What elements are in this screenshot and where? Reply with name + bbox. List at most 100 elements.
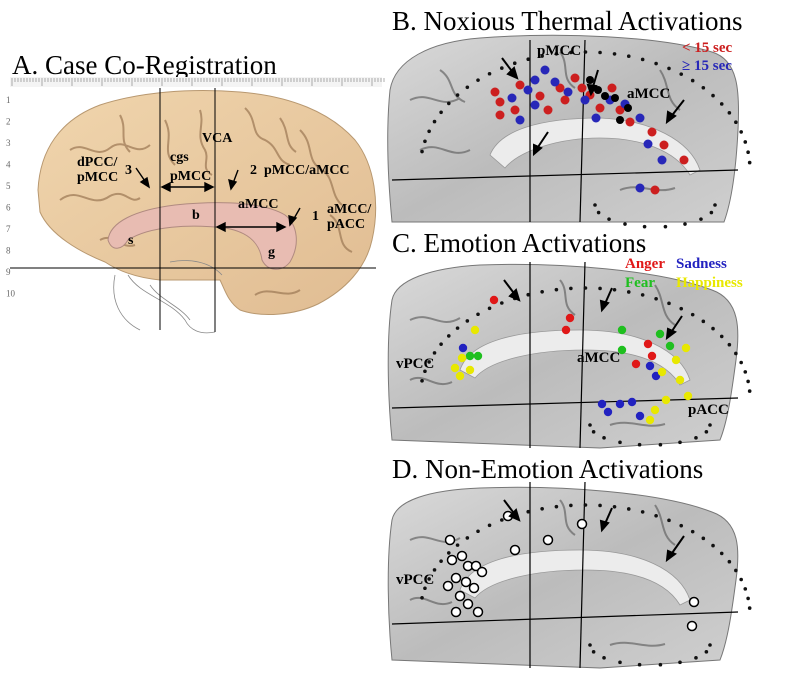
panel-b-outline-dots xyxy=(420,50,752,229)
label-vpcc-c: vPCC xyxy=(396,356,434,372)
activation-dot-long xyxy=(515,115,525,125)
activation-dot-overlap xyxy=(594,86,602,94)
activation-dot-non-emotion xyxy=(442,580,454,592)
label-1: 1 xyxy=(312,209,319,224)
outline-dot xyxy=(708,643,712,647)
corpus-callosum xyxy=(107,202,297,270)
outline-dot xyxy=(439,559,443,563)
panel-a-arrows xyxy=(135,167,301,233)
outline-dot xyxy=(432,568,437,572)
activation-dot-short xyxy=(595,103,605,113)
activation-dot-fear xyxy=(665,341,675,351)
activation-dot-non-emotion xyxy=(542,534,554,546)
outline-dot xyxy=(746,379,750,384)
outline-dot xyxy=(598,503,602,508)
outline-dot xyxy=(618,660,622,665)
activation-dot-short xyxy=(615,105,625,115)
ruler-number: 7 xyxy=(6,224,11,234)
outline-dot xyxy=(746,150,750,155)
panel-b-activation-dots xyxy=(490,65,689,195)
outline-dot xyxy=(654,296,658,301)
activation-dot-non-emotion xyxy=(450,572,462,584)
outline-dot xyxy=(455,93,460,97)
outline-dot xyxy=(554,504,559,509)
outline-dot xyxy=(709,210,714,215)
activation-dot-sadness xyxy=(603,407,613,417)
activation-dot-sadness xyxy=(645,361,655,371)
outline-dot xyxy=(420,378,424,383)
outline-dot xyxy=(739,360,743,365)
outline-dot xyxy=(500,66,504,70)
brainstem-lines xyxy=(113,260,223,334)
activation-dot-happiness xyxy=(661,395,671,405)
activation-dot-non-emotion xyxy=(450,606,462,618)
outline-dot xyxy=(455,326,460,330)
activation-dot-sadness xyxy=(458,343,468,353)
outline-dot xyxy=(439,110,443,115)
outline-dot xyxy=(465,536,470,540)
label-b: b xyxy=(192,208,200,223)
label-pmcc-a: pMCC xyxy=(77,170,118,185)
panel-d-figure: vPCC xyxy=(387,481,752,669)
activation-dot-short xyxy=(510,105,520,115)
activation-dot-fear xyxy=(465,351,475,361)
outline-dot xyxy=(683,222,687,226)
ruler-number: 2 xyxy=(6,117,11,127)
outline-dot xyxy=(455,543,460,547)
legend-c-happiness: Happiness xyxy=(676,275,743,291)
activation-dot-long xyxy=(563,87,573,97)
label-amcc-pacc-2: pACC xyxy=(327,217,365,232)
activation-dot-short xyxy=(607,83,617,93)
activation-dot-sadness xyxy=(615,399,625,409)
outline-dot xyxy=(743,140,748,144)
activation-dot-non-emotion xyxy=(688,596,700,608)
outline-dot xyxy=(583,503,588,507)
outline-dot xyxy=(642,224,647,229)
activation-dot-sadness xyxy=(597,399,607,409)
outline-dot xyxy=(678,660,682,665)
outline-dot xyxy=(526,57,531,62)
activation-dot-overlap xyxy=(616,116,624,124)
panel-c-figure: vPCC aMCC pACC Anger Sadness Fear Happin… xyxy=(387,256,752,449)
outline-dot xyxy=(588,423,592,427)
activation-dot-fear xyxy=(655,329,665,339)
outline-dot xyxy=(679,72,684,76)
outline-dot xyxy=(500,301,504,305)
legend-c-sadness: Sadness xyxy=(676,256,727,272)
outline-dot xyxy=(719,334,724,339)
activation-dot-happiness xyxy=(657,367,667,377)
outline-dot xyxy=(623,222,627,226)
outline-dot xyxy=(701,536,706,541)
outline-dot xyxy=(446,334,451,338)
activation-dot-non-emotion xyxy=(462,598,474,610)
legend-b-long: ≥ 15 sec xyxy=(682,58,732,74)
activation-dot-happiness xyxy=(675,375,685,385)
label-amcc-a: aMCC xyxy=(238,197,278,212)
outline-dot xyxy=(690,78,695,83)
label-3: 3 xyxy=(125,163,132,178)
outline-dot xyxy=(711,93,715,98)
activation-dot-happiness xyxy=(470,325,480,335)
activation-dot-happiness xyxy=(683,391,693,401)
outline-dot xyxy=(487,306,492,311)
label-cgs: cgs xyxy=(170,150,189,165)
panel-d-arrows xyxy=(503,499,685,563)
activation-dot-short xyxy=(650,185,660,195)
outline-dot xyxy=(432,351,437,355)
panel-c-vertical-guide-right xyxy=(579,261,586,449)
panel-c-title: C. Emotion Activations xyxy=(392,228,647,258)
panel-d-activation-dots xyxy=(442,510,700,632)
brain-sulci xyxy=(59,107,353,296)
activation-dot-long xyxy=(530,100,540,110)
outline-dot xyxy=(637,662,642,667)
legend-c-anger: Anger xyxy=(625,256,665,272)
label-amcc-c: aMCC xyxy=(577,350,620,366)
outline-dot xyxy=(500,518,504,522)
outline-dot xyxy=(554,287,559,292)
outline-dot xyxy=(427,360,431,364)
activation-dot-short xyxy=(560,95,570,105)
outline-dot xyxy=(423,139,427,144)
activation-dot-short xyxy=(647,127,657,137)
ruler-number: 6 xyxy=(6,203,11,213)
